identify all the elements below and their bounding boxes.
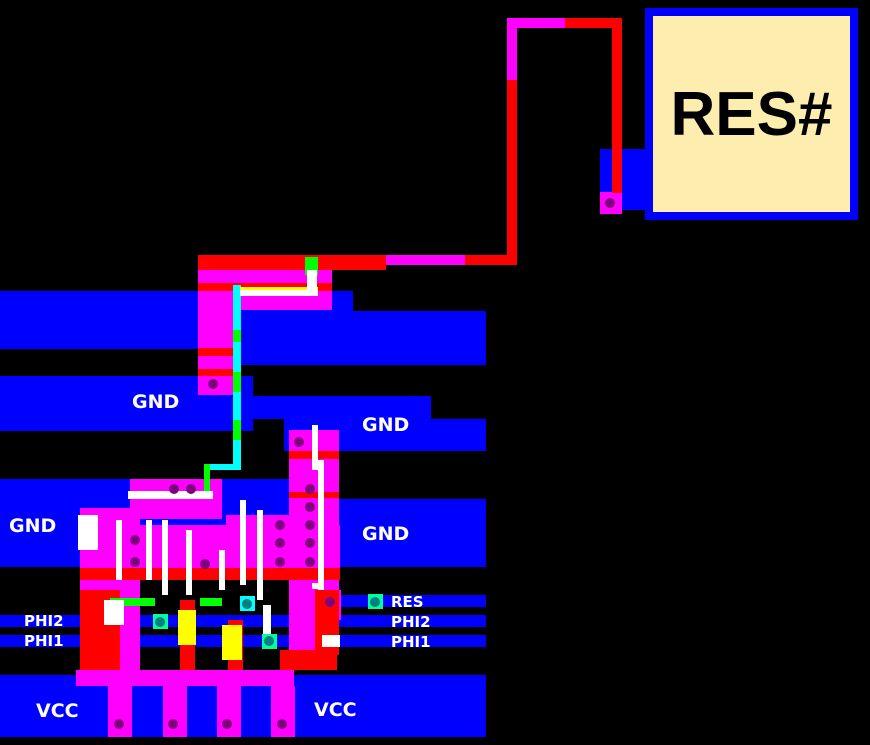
net-label-phi2: PHI2 xyxy=(391,613,431,631)
pad-label: RES# xyxy=(670,79,833,149)
net-label-vcc: VCC xyxy=(314,699,357,721)
net-label-phi1: PHI1 xyxy=(391,633,431,651)
net-label-gnd: GND xyxy=(9,515,57,537)
net-label-vcc: VCC xyxy=(36,700,79,722)
vias xyxy=(153,594,383,649)
contacts xyxy=(114,198,615,729)
res-pad[interactable] xyxy=(653,16,850,212)
net-label-phi1: PHI1 xyxy=(24,632,64,650)
net-label-res: RES xyxy=(391,593,424,611)
net-label-gnd: GND xyxy=(362,414,410,436)
trace-layer xyxy=(78,257,340,660)
net-label-phi2: PHI2 xyxy=(24,612,64,630)
net-label-gnd: GND xyxy=(362,523,410,545)
net-label-gnd: GND xyxy=(132,391,180,413)
